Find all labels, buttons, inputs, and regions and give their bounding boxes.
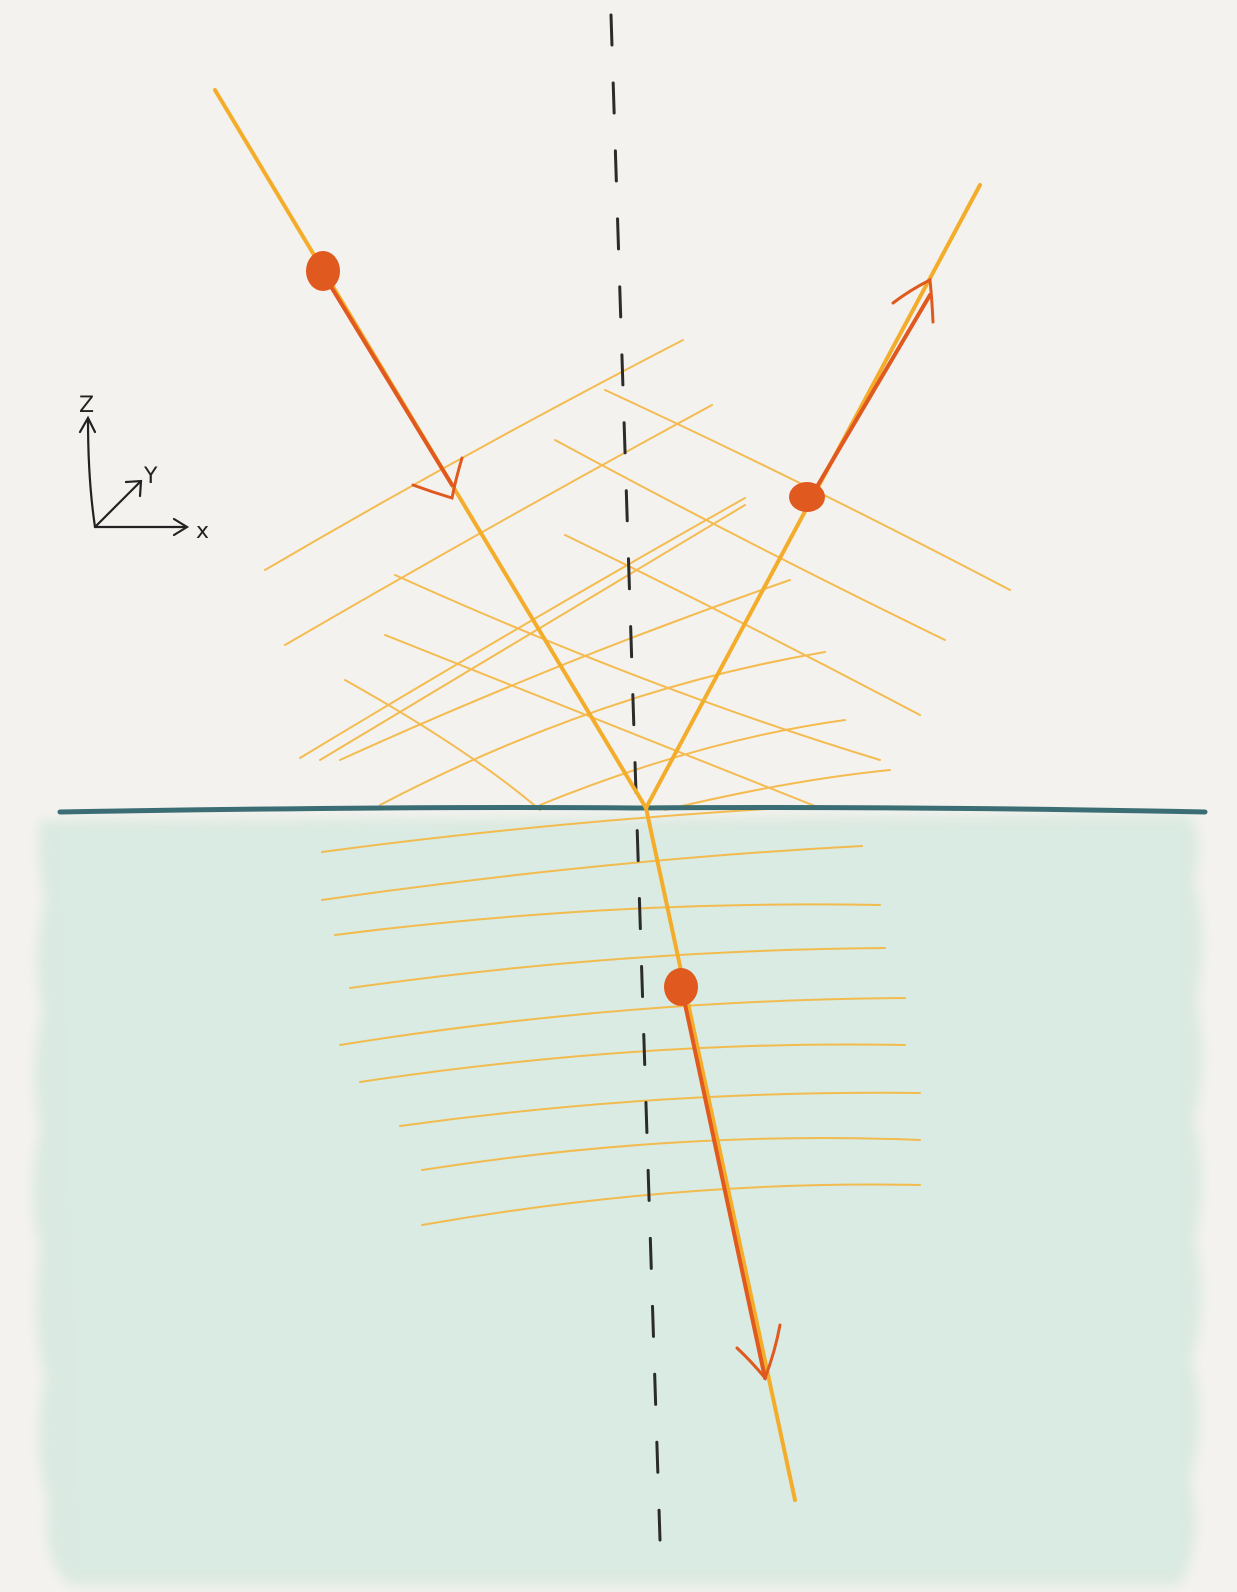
wavefront-line	[321, 845, 863, 901]
particle-dot	[789, 482, 825, 512]
wavefront-line	[339, 997, 906, 1046]
incident-ray	[213, 88, 648, 810]
transmitted-wavefronts	[321, 805, 921, 1226]
water-medium	[32, 815, 1203, 1585]
wavefront-line	[319, 504, 746, 761]
wavefront-line	[264, 339, 684, 571]
wavefront-line	[321, 805, 821, 853]
x-axis-label: x	[196, 519, 209, 544]
wavefront-line	[554, 439, 946, 641]
wavefront-line	[349, 947, 886, 989]
wavefront-line	[421, 1137, 921, 1171]
particle-dot	[664, 968, 698, 1006]
incident-arrowhead-icon	[411, 456, 464, 500]
wavefront-line	[299, 497, 746, 759]
wavefront-line	[664, 769, 891, 811]
reflected-arrowhead-icon	[891, 277, 935, 324]
transmitted-ray	[644, 806, 797, 1502]
wavefront-line	[421, 1183, 921, 1226]
z-axis-arrow	[86, 418, 97, 529]
wavefront-line	[359, 1043, 906, 1083]
wavefront-line	[394, 574, 881, 761]
wavefront-line	[334, 903, 881, 936]
wavefront-line	[539, 719, 846, 806]
wavefront-line	[399, 1091, 921, 1127]
reflected-ray	[644, 183, 982, 810]
interface-line	[57, 805, 1208, 815]
wavefront-line	[379, 651, 826, 806]
normal-dashed-line	[609, 13, 662, 1542]
y-axis-arrow	[93, 480, 142, 529]
wavefront-line	[284, 404, 713, 646]
particle-dot	[306, 251, 340, 291]
wavefront-line	[564, 534, 921, 716]
wavefront-line	[384, 634, 821, 809]
transmitted-arrowhead-icon	[735, 1323, 782, 1381]
wavefront-line	[344, 679, 541, 811]
z-axis-label: Z	[79, 393, 94, 418]
xyz-axes-icon	[78, 415, 190, 537]
wavefront-line	[339, 579, 791, 761]
incident-reflected-wavefronts	[264, 339, 1011, 811]
y-axis-label: Y	[143, 464, 158, 489]
